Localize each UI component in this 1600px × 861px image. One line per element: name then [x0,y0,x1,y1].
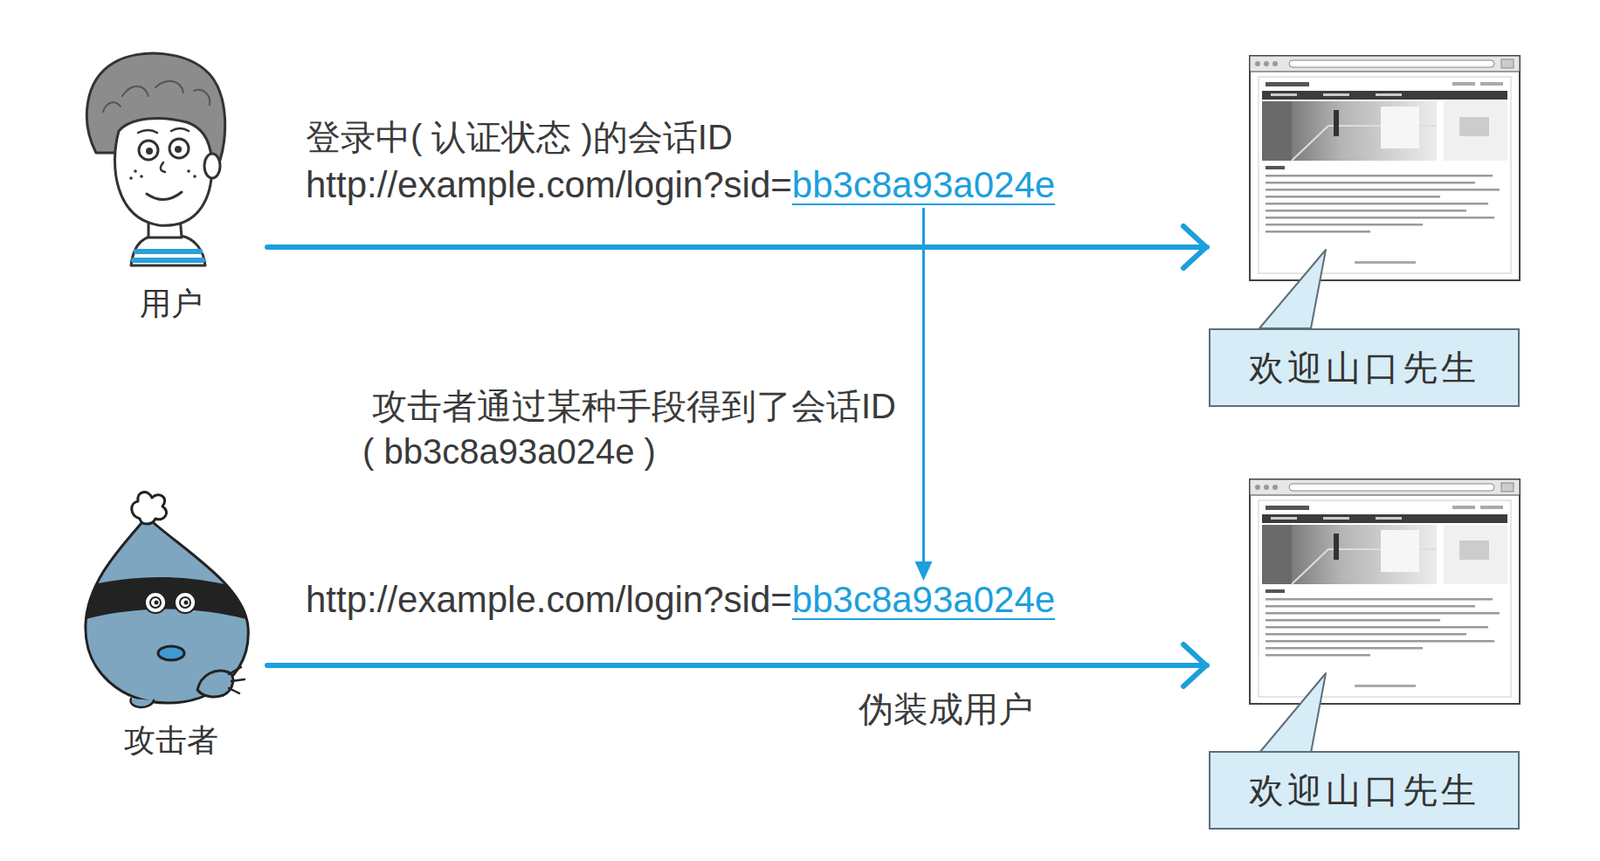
actor-name: 攻击者 [124,721,219,760]
flow-arrow [267,644,1207,687]
label-line: 登录中( 认证状态 )的会话ID [305,116,733,159]
label-line: ( bb3c8a93a024e ) [362,430,656,473]
edge-label-holder: 伪装成用户 [855,688,1037,731]
user-figure [86,53,225,266]
welcome-message: 欢迎山口先生 [1208,328,1520,407]
actor-figure: 用户 [75,52,268,324]
callout-tail [1259,249,1326,329]
arrow-shaft [267,244,1207,250]
welcome-message: 欢迎山口先生 [1208,751,1520,830]
browser-window [1249,55,1520,281]
label-line: http://example.com/login?sid=bb3c8a93a02… [305,164,1056,207]
arrow-head [1183,644,1207,687]
session-id: bb3c8a93a024e [792,579,1056,621]
browser-window [1249,479,1520,704]
flow-arrow [267,226,1207,269]
label-line: 攻击者通过某种手段得到了会话ID [372,385,897,428]
callout-tail [1259,673,1326,753]
label-text: http://example.com/login?sid= [305,164,793,207]
label-line: http://example.com/login?sid=bb3c8a93a02… [305,579,1056,621]
edge-label: 伪装成用户 [855,688,1037,731]
attacker-figure [69,492,263,708]
label-text: ( bb3c8a93a024e ) [362,430,656,473]
actor-name: 用户 [139,284,203,324]
arrow-head [1183,226,1207,269]
leader-line [922,207,925,566]
leader-arrowhead [914,561,932,581]
label-text: http://example.com/login?sid= [305,579,793,621]
browser-callout: 欢迎山口先生 [1208,52,1520,407]
browser-callout: 欢迎山口先生 [1208,475,1520,830]
arrow-shaft [267,662,1207,669]
actor-figure: 攻击者 [75,489,268,760]
label-text: 攻击者通过某种手段得到了会话ID [372,385,897,428]
label-text: 登录中( 认证状态 )的会话ID [305,116,733,159]
session-id: bb3c8a93a024e [792,164,1056,207]
